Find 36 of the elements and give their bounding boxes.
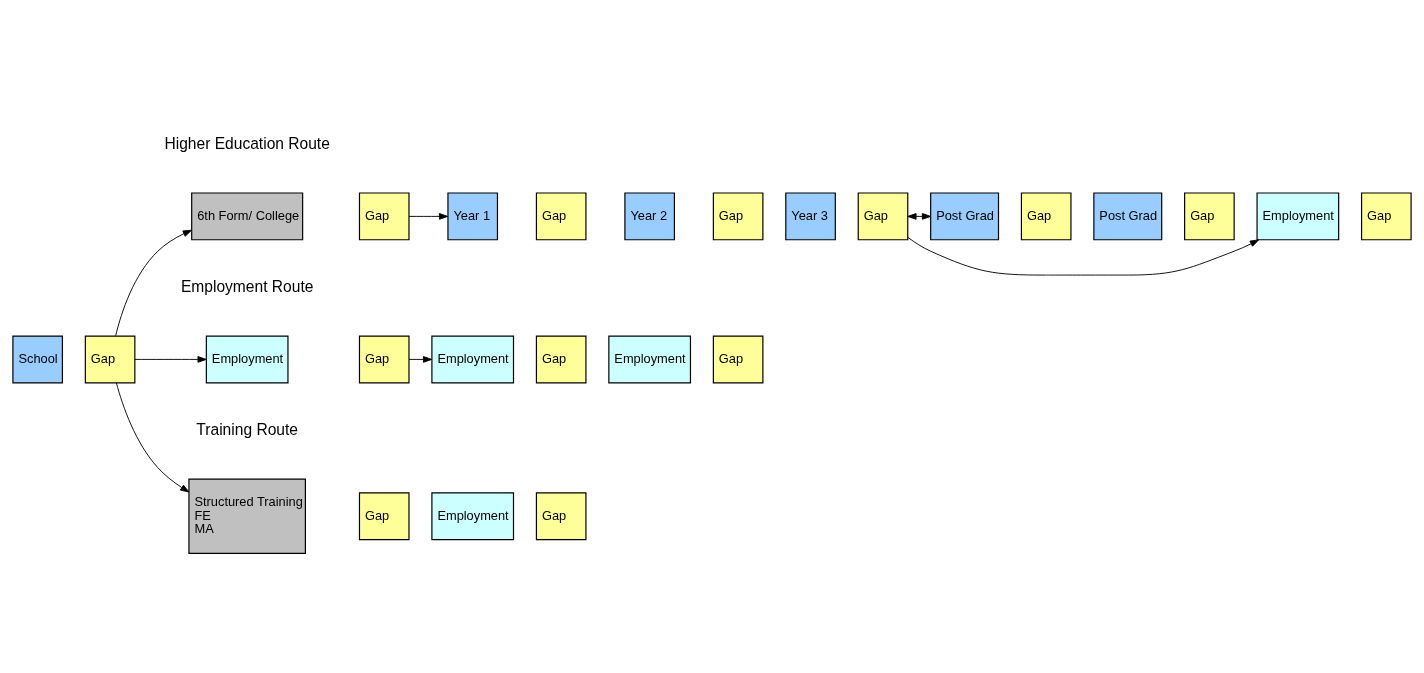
node-box: 6th Form/ College bbox=[191, 192, 304, 241]
node-box: Gap bbox=[712, 192, 764, 241]
node-box: Year 3 bbox=[785, 192, 836, 241]
node-box: Year 1 bbox=[447, 192, 499, 241]
node-box: Gap bbox=[535, 192, 587, 241]
node-box: Gap bbox=[535, 335, 587, 384]
node-box: Gap bbox=[358, 335, 410, 384]
node-box: Gap bbox=[1020, 192, 1072, 241]
node-box: Post Grad bbox=[930, 192, 1000, 241]
node-box: Employment bbox=[431, 492, 515, 541]
node-box: Gap bbox=[712, 335, 764, 384]
node-box: Structured Training FE MA bbox=[188, 478, 306, 554]
label: Training Route bbox=[196, 420, 298, 438]
arrow bbox=[134, 356, 207, 363]
node-box: Employment bbox=[431, 335, 515, 384]
node-box: Gap bbox=[358, 492, 410, 541]
node-box: Gap bbox=[1361, 192, 1412, 241]
node-box: School bbox=[12, 335, 63, 384]
node-box: Year 2 bbox=[624, 192, 675, 241]
node-box: Gap bbox=[535, 492, 587, 541]
node-box: Gap bbox=[358, 192, 410, 241]
arrow bbox=[115, 229, 192, 337]
node-box: Employment bbox=[1256, 192, 1340, 241]
label: Employment Route bbox=[180, 277, 314, 295]
arrow bbox=[907, 213, 932, 220]
node-box: Gap bbox=[857, 192, 909, 241]
arrow bbox=[907, 236, 1260, 276]
node-box: Gap bbox=[1184, 192, 1235, 241]
arrow bbox=[408, 356, 433, 363]
node-box: Post Grad bbox=[1093, 192, 1163, 241]
arrow bbox=[408, 213, 449, 220]
arrow bbox=[115, 382, 190, 493]
node-box: Employment bbox=[205, 335, 289, 384]
label: Higher Education Route bbox=[164, 134, 330, 152]
node-box: Gap bbox=[84, 335, 136, 384]
node-box: Employment bbox=[608, 335, 692, 384]
